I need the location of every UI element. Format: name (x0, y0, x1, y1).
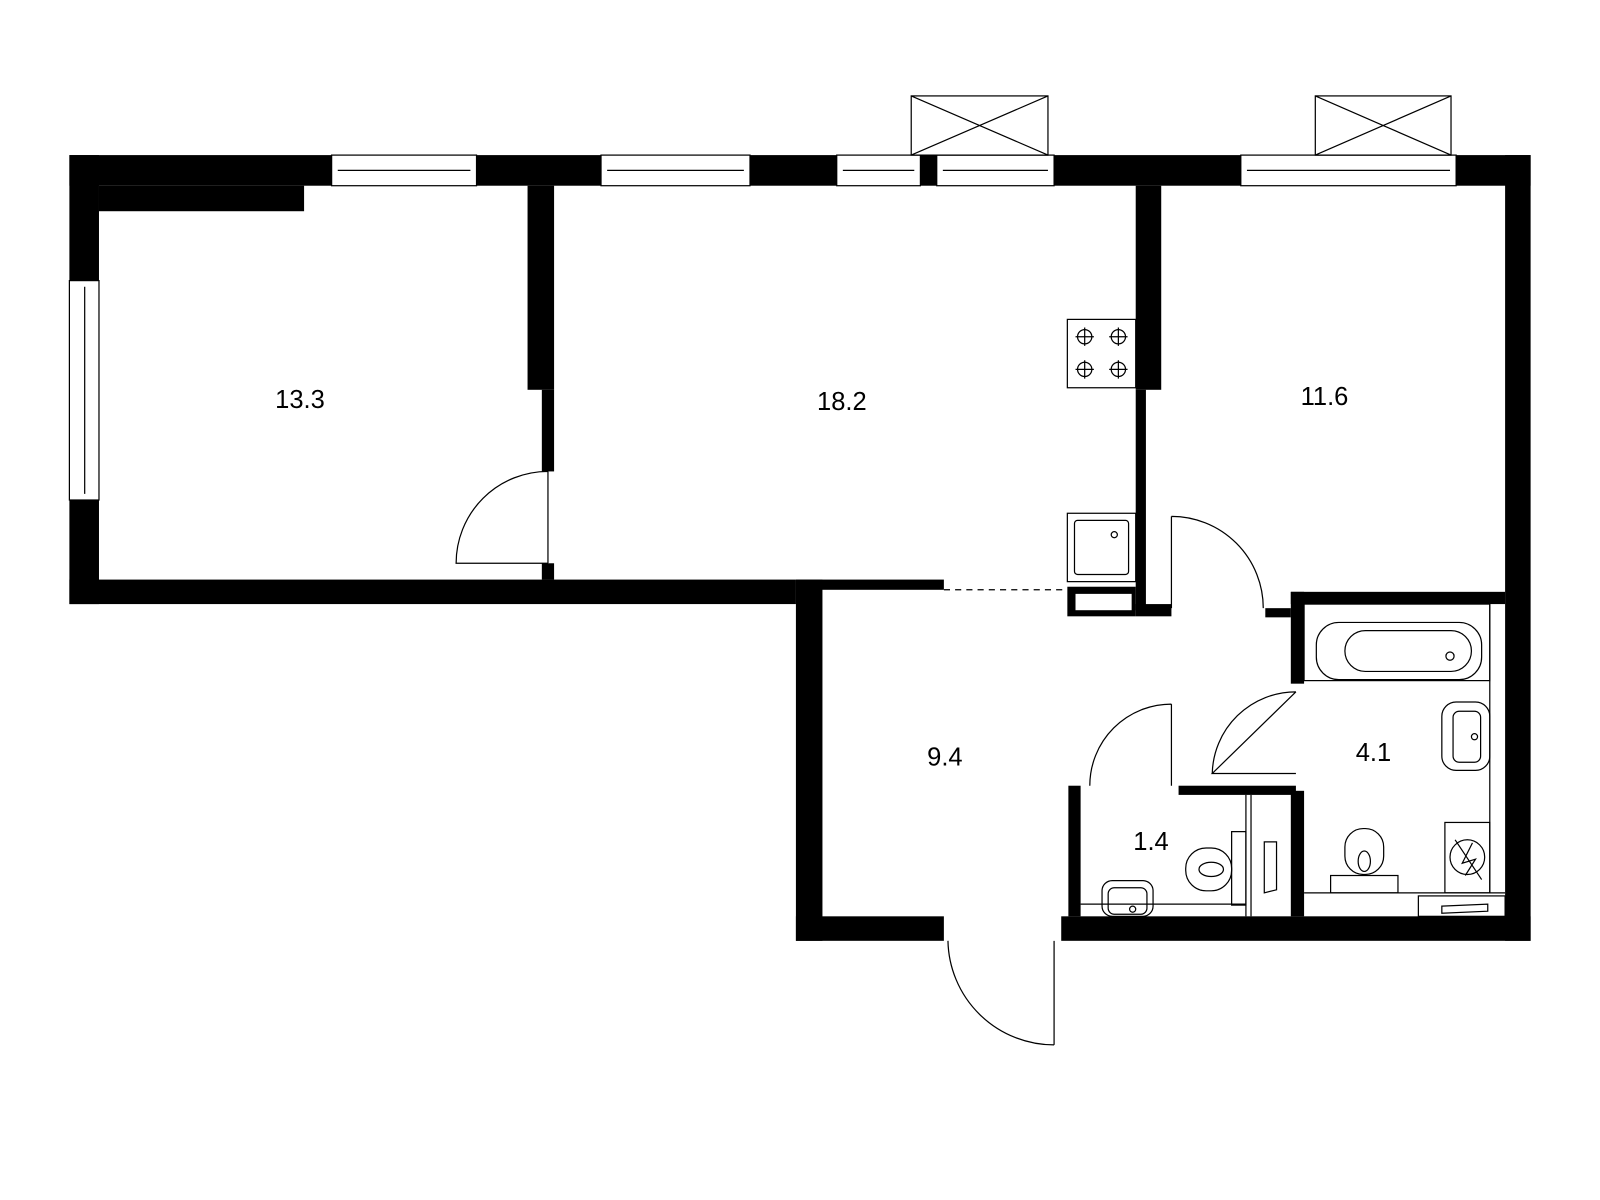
room-area-label: 4.1 (1356, 739, 1391, 767)
boiler-icon (1417, 895, 1506, 917)
room-area-label: 9.4 (927, 743, 962, 771)
stove-icon (1066, 318, 1137, 389)
windows (68, 154, 1457, 501)
room-area-label: 1.4 (1133, 828, 1168, 856)
doors (455, 470, 1297, 1046)
sink-icon (1066, 512, 1137, 583)
bathtub-icon (1303, 603, 1491, 682)
walls (69, 155, 1531, 941)
room-labels: 13.3 18.2 11.6 9.4 1.4 4.1 (275, 383, 1391, 856)
room-area-label: 11.6 (1301, 383, 1349, 411)
washbasin-icon-wc (1101, 880, 1154, 917)
toilet-icon (1330, 827, 1399, 894)
washbasin-icon (1441, 701, 1491, 772)
room-area-label: 18.2 (817, 388, 867, 416)
fixtures (1066, 318, 1506, 917)
balconies (910, 95, 1452, 156)
washing-machine-icon (1444, 821, 1491, 894)
room-area-label: 13.3 (275, 386, 325, 414)
toilet-icon-wc (1185, 831, 1247, 906)
